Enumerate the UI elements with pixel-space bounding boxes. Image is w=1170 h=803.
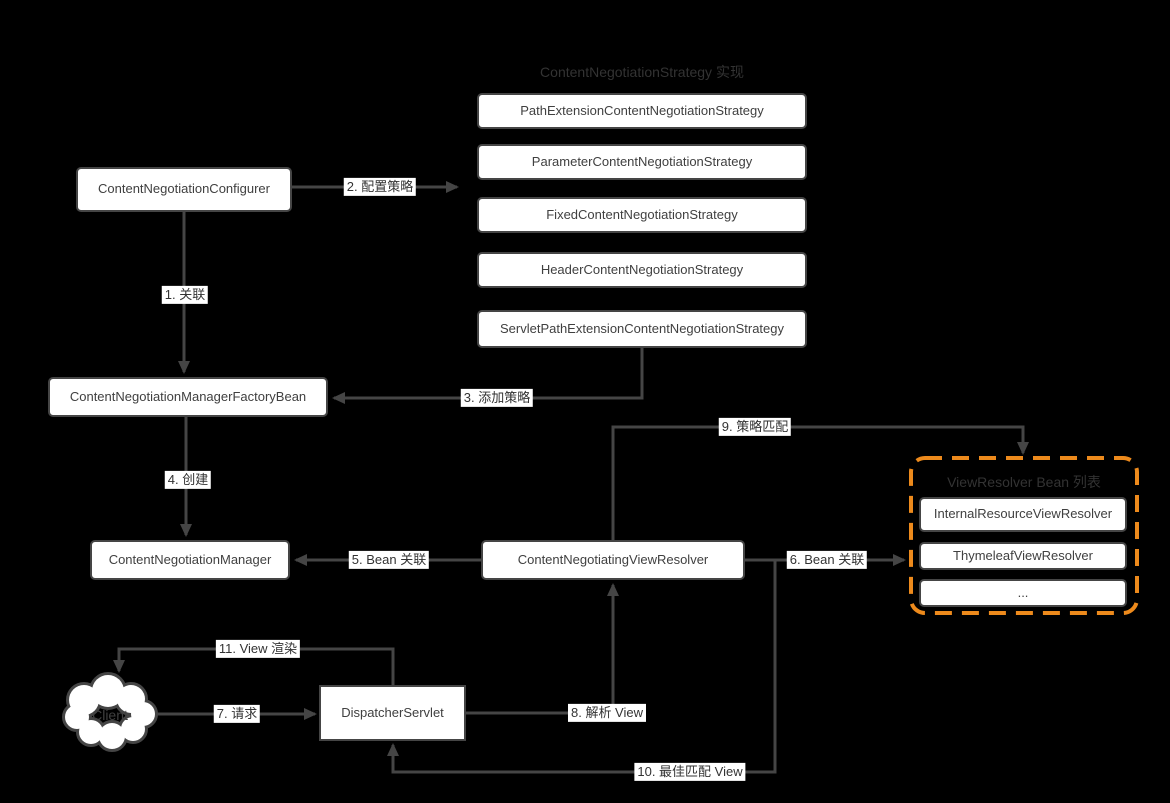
edge-7-label: 7. 请求 [213,704,261,724]
edge-10-line [387,560,777,774]
edge-9-label: 9. 策略匹配 [718,417,792,437]
edge-2-label: 2. 配置策略 [343,177,417,197]
edge-8-label: 8. 解析 View [567,703,647,723]
node-header-strategy: HeaderContentNegotiationStrategy [477,252,807,288]
edge-9-line [611,425,1029,540]
node-content-negotiation-manager-factory-bean: ContentNegotiationManagerFactoryBean [48,377,328,417]
node-content-negotiation-configurer: ContentNegotiationConfigurer [76,167,292,212]
node-content-negotiating-view-resolver: ContentNegotiatingViewResolver [481,540,745,580]
node-dispatcher-servlet: DispatcherServlet [319,685,466,741]
edge-8-line [466,583,619,715]
edge-3-line [332,348,644,404]
node-more-view-resolvers: ... [919,579,1127,607]
strategy-group-title: ContentNegotiationStrategy 实现 [540,64,744,80]
node-thymeleaf-view-resolver: ThymeleafViewResolver [919,542,1127,570]
edge-1-label: 1. 关联 [161,285,209,305]
client-label: Client [92,707,128,723]
node-servlet-path-extension-strategy: ServletPathExtensionContentNegotiationSt… [477,310,807,348]
edge-4-label: 4. 创建 [164,470,212,490]
node-internal-resource-view-resolver: InternalResourceViewResolver [919,497,1127,532]
edge-6-label: 6. Bean 关联 [786,550,868,570]
edge-3-label: 3. 添加策略 [460,388,534,408]
node-parameter-strategy: ParameterContentNegotiationStrategy [477,144,807,180]
edge-11-label: 11. View 渲染 [215,639,301,659]
edge-10-label: 10. 最佳匹配 View [634,762,746,782]
node-path-extension-strategy: PathExtensionContentNegotiationStrategy [477,93,807,129]
node-content-negotiation-manager: ContentNegotiationManager [90,540,290,580]
resolver-group-frame [909,456,1139,615]
client-cloud-fill [65,675,155,749]
resolver-group-title: ViewResolver Bean 列表 [947,474,1101,490]
node-fixed-strategy: FixedContentNegotiationStrategy [477,197,807,233]
edge-5-label: 5. Bean 关联 [348,550,430,570]
